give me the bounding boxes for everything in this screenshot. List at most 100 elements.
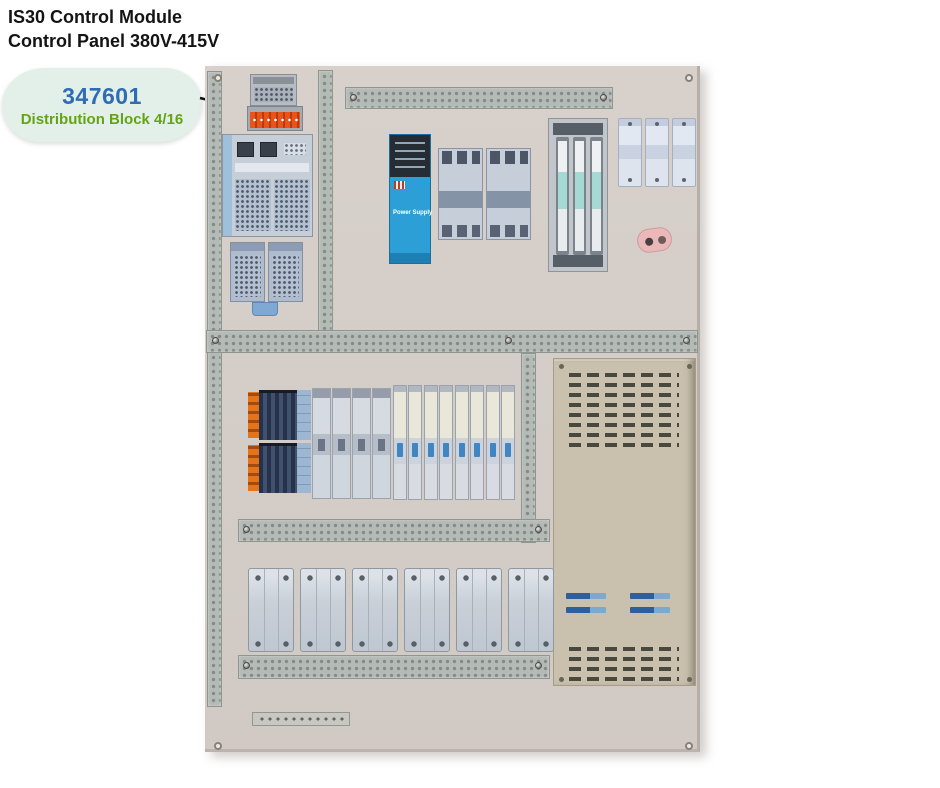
- relay-module-4: [404, 568, 450, 652]
- io-terminal-top-strip: [231, 243, 264, 251]
- relay-bank: [248, 568, 554, 652]
- relay-module-2: [300, 568, 346, 652]
- plc-ethernet-port-2: [260, 142, 277, 157]
- contactor-bottom-terminals: [442, 225, 480, 237]
- fuse-cartridge-2: [573, 137, 586, 255]
- terminal-end-cap: [297, 443, 311, 493]
- relay-module-3: [352, 568, 398, 652]
- rail-screw: [243, 662, 250, 669]
- fuse-holder-assembly: [548, 118, 608, 272]
- rail-screw: [535, 662, 542, 669]
- narrow-breaker-2: [408, 385, 422, 500]
- contactor-top-terminals: [442, 151, 480, 164]
- terminal-jumper-column: [248, 392, 259, 438]
- fuse-holder-bottom-bar: [553, 255, 603, 267]
- mid-breaker-3: [352, 388, 371, 499]
- plc-terminal-grid-right: [274, 179, 310, 231]
- plc-side-strip: [223, 135, 232, 236]
- power-supply-dip-switch: [394, 181, 405, 189]
- enclosure-vents-top: [569, 373, 679, 453]
- vent-row: [569, 677, 679, 681]
- contactor-top-terminals: [490, 151, 528, 164]
- panel-backplate: Power Supply: [205, 66, 700, 752]
- top-breaker-2: [645, 118, 669, 187]
- top-breaker-1: [618, 118, 642, 187]
- enclosure-screw: [687, 364, 692, 369]
- vent-row: [569, 373, 679, 377]
- din-rail-left-vertical: [207, 71, 222, 707]
- distribution-block-terminals: [250, 112, 300, 128]
- terminal-jumper-column: [248, 445, 259, 491]
- narrow-breaker-4: [439, 385, 453, 500]
- breaker-bank-mid-right: [393, 385, 516, 500]
- vent-row: [569, 393, 679, 397]
- enclosure-screw: [559, 364, 564, 369]
- rail-screw: [505, 337, 512, 344]
- mounting-hole-bottom-right: [685, 742, 693, 750]
- distribution-block: [247, 106, 303, 131]
- enclosure-label-bar: [630, 593, 670, 599]
- fuse-cartridge-1: [556, 137, 569, 255]
- vent-row: [569, 413, 679, 417]
- power-supply-terminal-cover: [390, 135, 430, 177]
- rail-screw: [243, 526, 250, 533]
- ground-terminal-dots: [256, 716, 346, 722]
- top-breaker-3: [672, 118, 696, 187]
- io-terminal-block-right: [268, 242, 303, 302]
- rail-screw: [212, 337, 219, 344]
- vent-row: [569, 443, 679, 447]
- power-supply-unit: Power Supply: [389, 134, 433, 264]
- rail-screw: [600, 94, 607, 101]
- contactor-1: [438, 148, 483, 240]
- distribution-block-contact-dots: [251, 117, 299, 123]
- din-rail-mid-vertical: [521, 353, 536, 543]
- enclosure-vents-bottom: [569, 647, 679, 687]
- relay-module-5: [456, 568, 502, 652]
- vent-row: [569, 647, 679, 651]
- mid-breaker-2: [332, 388, 351, 499]
- mounting-hole-top-right: [685, 74, 693, 82]
- din-rail-middle-horizontal: [206, 330, 698, 353]
- indicator-socket: [635, 225, 674, 255]
- callout-bubble: 347601 Distribution Block 4/16: [2, 68, 202, 142]
- ground-terminal-strip: [252, 712, 350, 726]
- vent-row: [569, 657, 679, 661]
- din-rail-top-horizontal: [345, 87, 613, 109]
- indicator-socket-hole-2: [657, 235, 667, 245]
- enclosure-label-bar: [630, 607, 670, 613]
- rail-screw: [535, 526, 542, 533]
- plc-terminal-grid-left: [235, 179, 271, 231]
- terminal-block-upper: [248, 390, 311, 440]
- title-line-1: IS30 Control Module: [8, 7, 183, 27]
- plc-label-band: [235, 163, 309, 172]
- relay-module-1: [248, 568, 294, 652]
- io-connector-pins: [254, 87, 293, 102]
- narrow-breaker-7: [486, 385, 500, 500]
- plc-controller-module: [222, 134, 313, 237]
- power-supply-lower-stripe: [390, 253, 430, 263]
- title-line-2: Control Panel 380V-415V: [8, 30, 220, 51]
- callout-part-number: 347601: [62, 82, 142, 109]
- din-rail-bottom-horizontal: [238, 655, 550, 679]
- narrow-breaker-6: [470, 385, 484, 500]
- io-terminal-top-strip: [269, 243, 302, 251]
- enclosure-label-bar: [566, 593, 606, 599]
- rail-screw: [683, 337, 690, 344]
- power-supply-label: Power Supply: [393, 209, 433, 216]
- callout-label: Distribution Block 4/16: [20, 110, 184, 128]
- terminal-block-lower: [248, 443, 311, 493]
- indicator-socket-hole-1: [644, 237, 654, 247]
- vent-row: [569, 423, 679, 427]
- io-terminal-grid: [272, 255, 299, 297]
- io-terminal-grid: [234, 255, 261, 297]
- terminal-strip: [259, 390, 297, 440]
- fuse-holder-top-bar: [553, 123, 603, 135]
- io-connector-top-strip: [253, 77, 294, 84]
- io-terminal-block-left: [230, 242, 265, 302]
- narrow-breaker-8: [501, 385, 515, 500]
- vent-row: [569, 383, 679, 387]
- mid-breaker-1: [312, 388, 331, 499]
- contactor-2: [486, 148, 531, 240]
- terminal-end-cap: [297, 390, 311, 440]
